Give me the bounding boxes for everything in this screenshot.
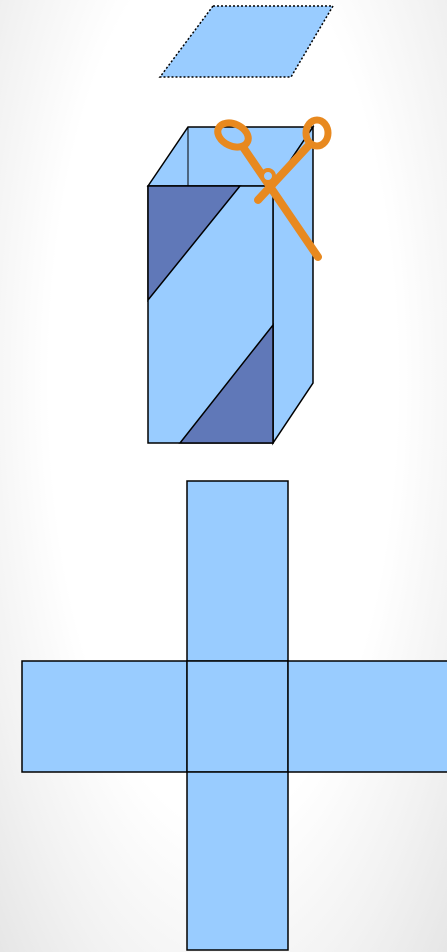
cube-net <box>22 481 447 950</box>
net-right-face <box>288 661 447 772</box>
box-prism <box>148 127 313 443</box>
lid-square <box>160 6 333 77</box>
net-center-face <box>187 661 288 772</box>
lid-face <box>160 6 333 77</box>
net-top-face <box>187 481 288 661</box>
net-left-face <box>22 661 187 772</box>
net-bottom-face <box>187 772 288 950</box>
